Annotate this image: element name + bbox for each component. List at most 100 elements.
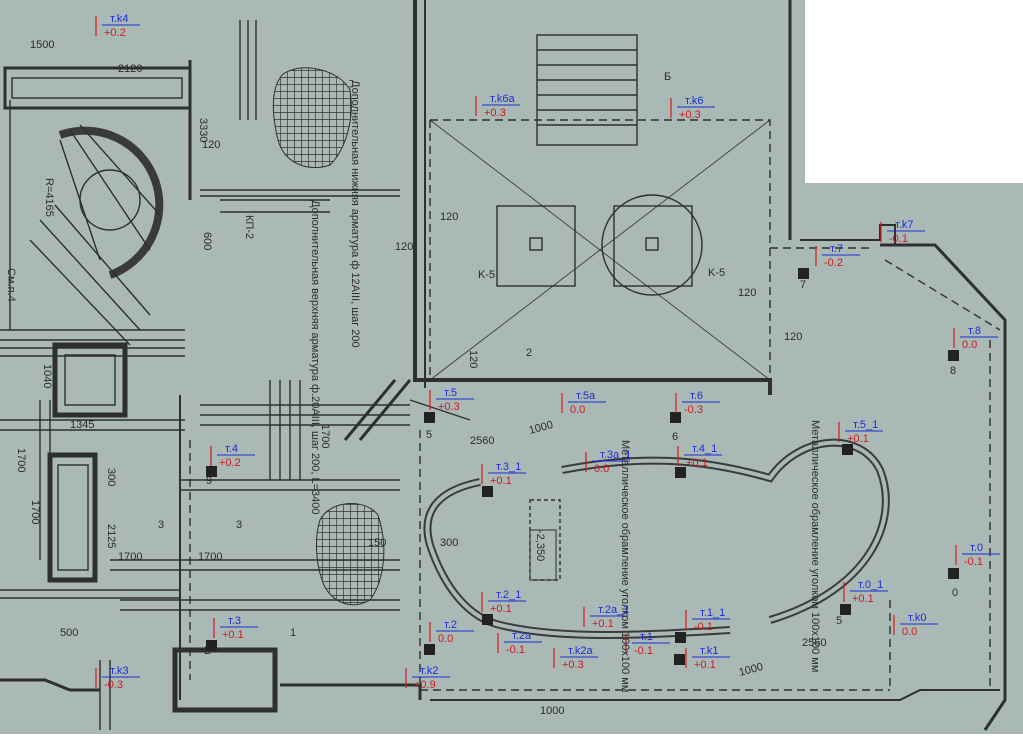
survey-point-name: т.7 (830, 243, 843, 255)
survey-point-value: +0.1 (222, 629, 244, 641)
survey-point-value: +0.3 (679, 109, 701, 121)
survey-point-name: т.k6 (685, 95, 704, 107)
survey-point-value: -0.1 (889, 233, 908, 245)
survey-point-name: т.k2 (420, 665, 439, 677)
dimension-label: 1700 (15, 448, 27, 472)
survey-point-name: т.2_1 (496, 589, 521, 601)
survey-point: т.3_1 +0.1 (481, 461, 526, 487)
survey-point-name: т.k2а (568, 645, 593, 657)
survey-marker-square (948, 568, 959, 579)
survey-point-name: т.3а_1 (600, 449, 631, 461)
survey-point: т.5а0.0 (561, 390, 606, 416)
annotation-kp: КП-2 (243, 215, 255, 239)
dimension-label: 120 (467, 350, 479, 368)
dimension-label: 600 (201, 232, 213, 250)
survey-point-value: +0.1 (847, 433, 869, 445)
survey-point-value: +0.3 (438, 401, 460, 413)
survey-point-value: -0.1 (964, 556, 983, 568)
axis-mark: 8 (950, 365, 956, 377)
survey-point: т.1-0.1 (625, 631, 670, 657)
hatched-area-bottom (316, 503, 385, 606)
survey-point: т.6-0.3 (675, 390, 720, 416)
survey-point: т.k00.0 (893, 612, 938, 638)
dimension-label: 2560 (802, 637, 826, 649)
survey-point: т.4_1 +0.1 (677, 443, 722, 469)
dimension-label: 1700 (319, 424, 331, 448)
survey-point-value: +0.9 (414, 679, 436, 691)
survey-point-value: 0.0 (570, 404, 585, 416)
annotation-edging-1: Металлическое обрамление уголком 100х100… (619, 440, 631, 692)
dimension-label: 500 (60, 627, 78, 639)
axis-mark: 7 (800, 279, 806, 291)
survey-point-value: +0.1 (490, 475, 512, 487)
level-mark: -2,350 (529, 529, 557, 581)
axis-mark: 3 (158, 519, 164, 531)
survey-marker-square (674, 654, 685, 665)
dimension-label: 120 (738, 287, 756, 299)
survey-point-value: +0.1 (686, 457, 708, 469)
survey-point-value: -0.3 (684, 404, 703, 416)
axis-mark: 9 (206, 475, 212, 487)
dimension-label: 1500 (30, 39, 54, 51)
survey-point: т.3а_1 0.0 (585, 449, 631, 475)
dimension-label: 300 (440, 537, 458, 549)
axis-mark: 1 (290, 627, 296, 639)
survey-point-name: т.4_1 (692, 443, 717, 455)
survey-point-name: т.0 (970, 542, 983, 554)
survey-point-name: т.k1 (700, 645, 719, 657)
dimension-label: 2560 (470, 435, 494, 447)
survey-point: т.2а_1+0.1 (583, 604, 629, 630)
survey-point: т.0 -0.1 (955, 542, 1000, 568)
survey-point: т.k1 +0.1 (685, 645, 730, 671)
annotation-rebar-upper: Дополнительная верхняя арматура ф.20АIII… (309, 200, 321, 515)
survey-point-name: т.k6a (490, 93, 515, 105)
annotation-rebar-lower: Дополнительная нижняя арматура ф 12АIII,… (349, 80, 361, 348)
survey-point-value: 0.0 (962, 339, 977, 351)
survey-point: т.4+0.2 (210, 443, 255, 469)
survey-point-name: т.5 (444, 387, 457, 399)
axis-mark: K-5 (478, 269, 495, 281)
axis-mark: K-5 (708, 267, 725, 279)
survey-point: т.1_1-0.1 (685, 607, 730, 633)
survey-point-name: т.1 (640, 631, 653, 643)
survey-point-name: т.3_1 (496, 461, 521, 473)
axis-mark: 3 (236, 519, 242, 531)
dimension-label: 120 (202, 139, 220, 151)
survey-marker-square (424, 412, 435, 423)
survey-point-value: 0.0 (594, 463, 609, 475)
dimension-label: 1700 (118, 551, 142, 563)
survey-marker-square (840, 604, 851, 615)
dimension-labels: 1500212033301206001201201201201202560100… (15, 39, 826, 717)
survey-point: т.k3-0.3 (95, 665, 140, 691)
axis-mark: 6 (672, 431, 678, 443)
survey-point-name: т.3 (228, 615, 241, 627)
annotation-radius: R=4165 (43, 178, 55, 217)
survey-point-name: т.1_1 (700, 607, 725, 619)
survey-point: т.5 +0.3 (429, 387, 474, 413)
survey-point-name: т.k0 (908, 612, 927, 624)
dimension-label: 2120 (118, 63, 142, 75)
dimension-label: 120 (440, 211, 458, 223)
axis-mark: Б (664, 71, 671, 83)
dimension-label: 2125 (105, 524, 117, 548)
plan-linework (0, 0, 1007, 731)
dimension-label: 120 (395, 241, 413, 253)
survey-point: т.k6a +0.3 (475, 93, 520, 119)
survey-point-value: +0.3 (484, 107, 506, 119)
svg-text:-2,350: -2,350 (534, 530, 546, 561)
dimension-label: 1700 (198, 551, 222, 563)
survey-marker-square (948, 350, 959, 361)
dimension-label: 1040 (41, 364, 53, 388)
survey-point-name: т.0_1 (858, 579, 883, 591)
survey-marker-square (798, 268, 809, 279)
axis-mark: 0 (952, 587, 958, 599)
survey-point-value: +0.2 (104, 27, 126, 39)
survey-point: т.80.0 (953, 325, 998, 351)
survey-marker-square (424, 644, 435, 655)
survey-marker-square (675, 632, 686, 643)
survey-point-value: +0.1 (694, 659, 716, 671)
dimension-label: 3330 (197, 118, 209, 142)
survey-point: т.2а-0.1 (497, 630, 542, 656)
